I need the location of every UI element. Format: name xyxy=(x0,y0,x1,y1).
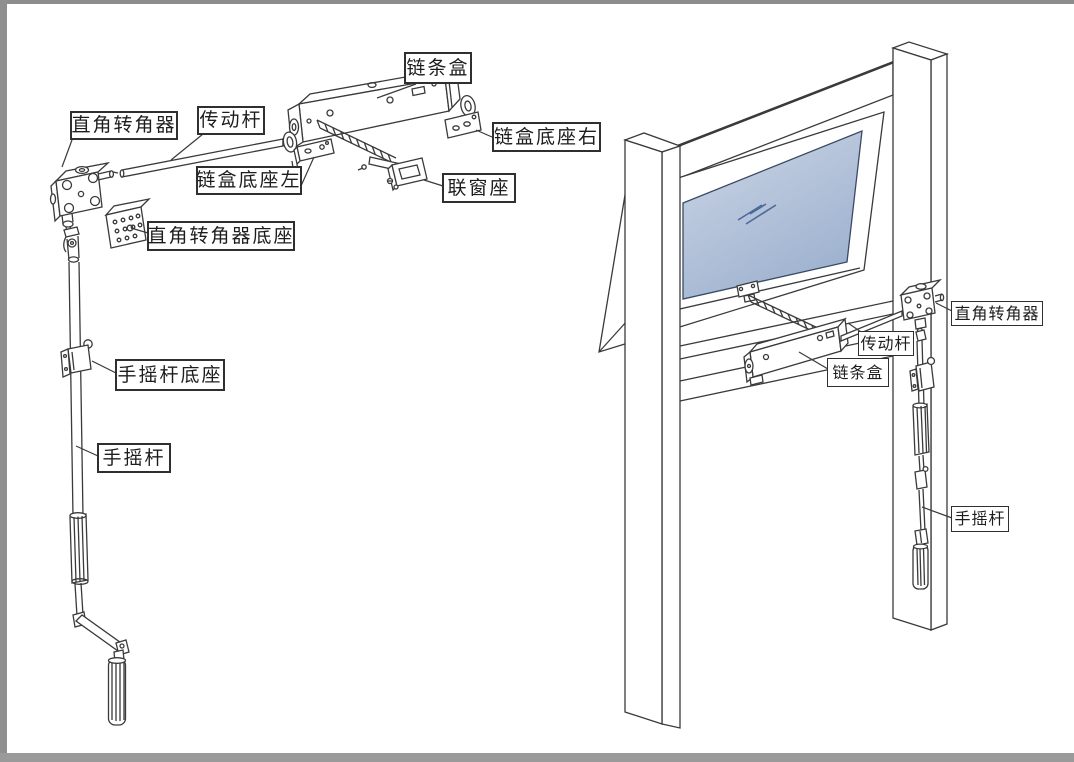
label-corner-drive-base: 直角转角器底座 xyxy=(147,221,295,251)
exploded-chain-box-base-right xyxy=(445,94,481,138)
installed-crank-rod xyxy=(910,318,935,589)
label-chain-box-base-right: 链盒底座右 xyxy=(492,122,601,152)
leader-lines xyxy=(62,84,952,518)
label-installed-drive-rod: 传动杆 xyxy=(858,331,914,356)
installed-chain-assembly xyxy=(737,281,848,385)
installed-view xyxy=(599,42,947,728)
glass-reflection xyxy=(738,204,776,224)
exploded-crank-rod-base xyxy=(61,340,92,377)
label-crank-rod: 手摇杆 xyxy=(97,443,171,473)
exploded-corner-drive-base xyxy=(106,199,149,248)
exploded-window-link-bracket xyxy=(388,158,428,190)
installed-drive-rod xyxy=(841,311,902,341)
exploded-crank-rod xyxy=(64,227,129,725)
label-crank-rod-base: 手摇杆底座 xyxy=(115,359,225,391)
label-drive-rod: 传动杆 xyxy=(197,106,265,135)
page-border-bottom xyxy=(0,753,1074,762)
exploded-chain xyxy=(317,120,401,171)
label-installed-crank-rod: 手摇杆 xyxy=(951,506,1009,532)
page-border-top xyxy=(0,0,1074,4)
label-installed-corner-drive: 直角转角器 xyxy=(951,301,1043,326)
frame-left-post xyxy=(625,133,680,728)
installed-corner-drive xyxy=(901,280,944,320)
label-installed-chain-box: 链条盒 xyxy=(827,358,889,387)
page-border-left xyxy=(0,0,7,762)
label-chain-box: 链条盒 xyxy=(404,52,472,84)
label-window-link-bracket: 联窗座 xyxy=(442,173,516,203)
label-chain-box-base-left: 链盒底座左 xyxy=(196,166,302,195)
label-corner-drive: 直角转角器 xyxy=(70,111,178,140)
exploded-corner-drive xyxy=(51,163,119,233)
exploded-chain-box-base-left xyxy=(282,131,334,171)
